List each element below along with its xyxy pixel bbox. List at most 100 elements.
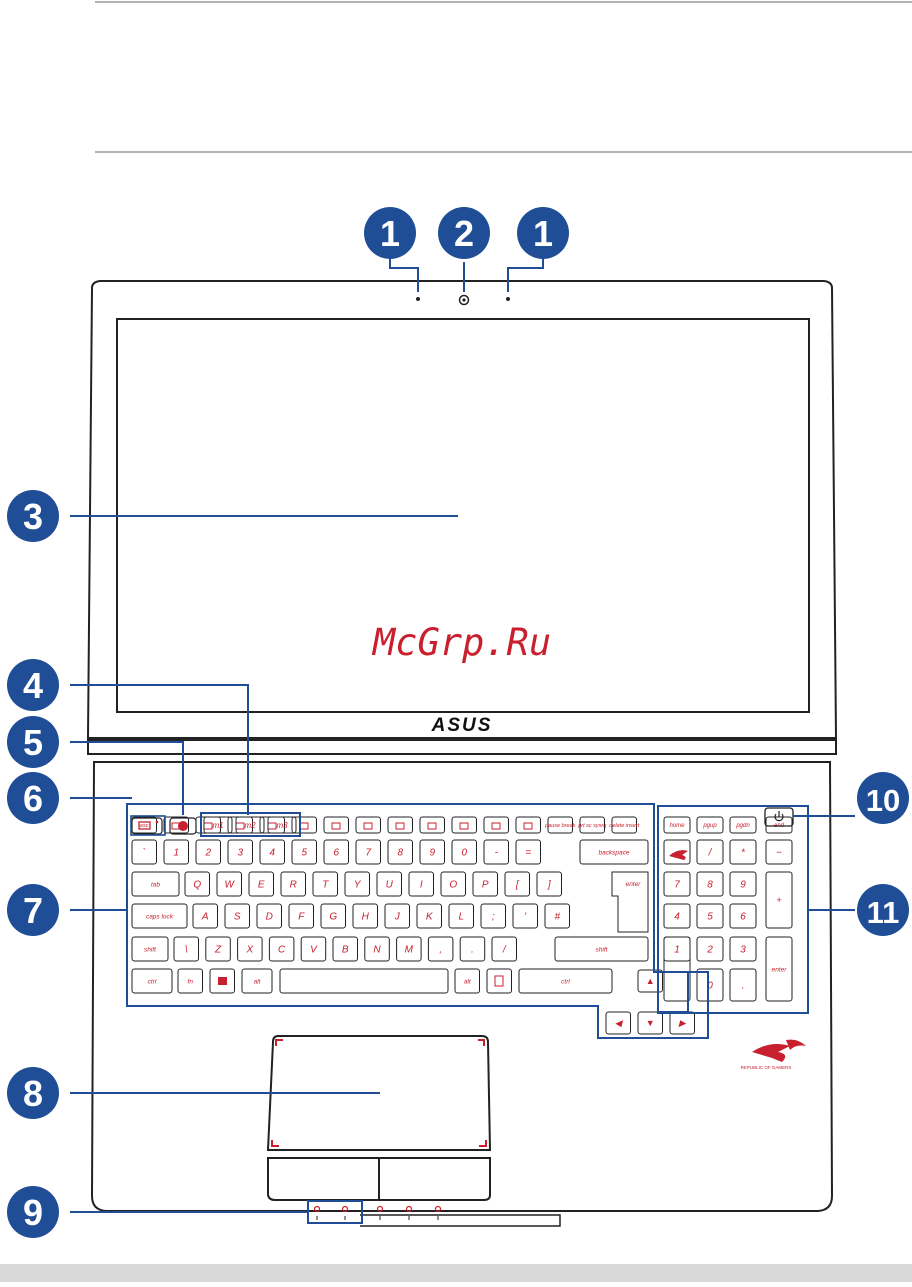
rog-gaming-center-key: [169, 817, 197, 835]
key-a-3: D: [256, 903, 282, 929]
key-q-9-outline: [440, 871, 466, 897]
key-z-4-label: C: [278, 945, 286, 956]
key-bottom-5: alt: [454, 968, 480, 994]
numpad-9: 9: [729, 871, 757, 897]
key-f1: [163, 816, 189, 834]
key-f6-icon: [331, 822, 341, 830]
key-bottom-3-label: alt: [254, 978, 262, 985]
callout-12: 11: [857, 884, 909, 936]
key-z-1-outline: [173, 936, 199, 962]
key-num-1-outline: [163, 839, 189, 865]
key-q-0-outline: [131, 871, 180, 897]
numpad-3: 3: [729, 936, 757, 962]
macro-key-m3: m3: [267, 816, 297, 834]
box-hot-key: [130, 815, 166, 836]
key-bottom-8-outline: [518, 968, 613, 994]
key-q-6-outline: [344, 871, 370, 897]
key-q-11: [: [504, 871, 530, 897]
key-f5-outline: [291, 816, 317, 834]
key-z-3: X: [237, 936, 263, 962]
numpad-pgup-outline: [696, 816, 724, 834]
key-num-0: `: [131, 839, 157, 865]
key-q-9-label: O: [449, 880, 457, 891]
watermark: McGrp.Ru: [371, 621, 551, 664]
key-a-8-outline: [416, 903, 442, 929]
key-z-4-outline: [268, 936, 295, 962]
key-z-1: \: [173, 936, 199, 962]
callout-number: 1: [533, 213, 553, 254]
key-a-7-label: J: [394, 912, 401, 923]
power-icon: [774, 813, 784, 822]
numpad-dot: .: [729, 968, 757, 1002]
callout-2: 2: [438, 207, 490, 259]
key-f12-outline: [515, 816, 541, 834]
numpad-8: 8: [696, 871, 724, 897]
key-f8-outline: [387, 816, 413, 834]
key-z-3-label: X: [246, 945, 254, 956]
key-num-3-label: 3: [237, 848, 243, 859]
numpad-9-label: 9: [740, 880, 746, 891]
leader-rog-key: [70, 741, 184, 815]
key-prt-sc-sysrq: prt sc sysrq: [577, 816, 607, 834]
status-indicators: [313, 1205, 442, 1220]
key-num-2-label: 2: [204, 848, 211, 859]
key-a-9-label: L: [458, 912, 464, 923]
windows-icon: [218, 977, 227, 985]
key-a-11: ': [512, 903, 538, 929]
key-bottom-1: fn: [177, 968, 203, 994]
numpad-5-label: 5: [707, 912, 713, 923]
numpad-4-outline: [663, 903, 691, 929]
numpad-0-label: 0: [707, 981, 713, 992]
key-num-4: 4: [259, 839, 285, 865]
key-z-9: ,: [427, 936, 454, 962]
callout-badge: [857, 884, 909, 936]
key-bottom-0: ctrl: [131, 968, 173, 994]
key-z-6-label: B: [342, 945, 349, 956]
key-q-6-label: Y: [354, 880, 362, 891]
key-num-10-outline: [451, 839, 477, 865]
enter-key-shape: [611, 871, 649, 933]
key-q-0: tab: [131, 871, 180, 897]
callout-number: 9: [23, 1192, 43, 1233]
key-z-6-outline: [332, 936, 358, 962]
key-num-11: -: [483, 839, 509, 865]
key-q-3-outline: [248, 871, 274, 897]
numpad-rog-key-outline: [663, 839, 691, 865]
numpad-6-label: 6: [740, 912, 746, 923]
arrow-key-2-outline: [637, 1011, 663, 1035]
key-num-8-outline: [387, 839, 413, 865]
key-f11-icon: [491, 822, 501, 830]
key-a-0: caps lock: [131, 903, 188, 929]
arrow-key-0: ▲: [637, 969, 663, 993]
key-z-8: M: [396, 936, 422, 962]
key-a-1-label: A: [201, 912, 209, 923]
key-num-12-label: =: [525, 848, 531, 859]
box-keyboard: [126, 803, 709, 1039]
callout-9: 8: [7, 1067, 59, 1119]
key-delete-insert: delete insert: [609, 816, 640, 834]
numpad-pgup: pgup: [696, 816, 724, 834]
key-a-0-outline: [131, 903, 188, 929]
key-z-9-label: ,: [439, 945, 442, 956]
key-z-1-label: \: [185, 945, 188, 956]
callout-badge: [517, 207, 569, 259]
key-num-2-outline: [195, 839, 221, 865]
key-f4-icon: [267, 822, 277, 830]
key-a-4: F: [288, 903, 314, 929]
callout-4: 3: [7, 490, 59, 542]
key-z-5: V: [300, 936, 327, 962]
numpad-op-3: −: [765, 839, 793, 865]
key-bottom-3: alt: [241, 968, 273, 994]
key-q-2-label: W: [225, 880, 236, 891]
callout-badge: [7, 659, 59, 711]
numpad-4-label: 4: [674, 912, 680, 923]
lock-icon: [434, 1205, 442, 1220]
numpad-1: 1: [663, 936, 691, 962]
key-num-7-outline: [355, 839, 381, 865]
numpad-op-2-label: *: [741, 848, 746, 859]
callout-number: 2: [454, 213, 474, 254]
key-q-4-outline: [280, 871, 306, 897]
callout-badge: [364, 207, 416, 259]
key-f10-outline: [451, 816, 477, 834]
